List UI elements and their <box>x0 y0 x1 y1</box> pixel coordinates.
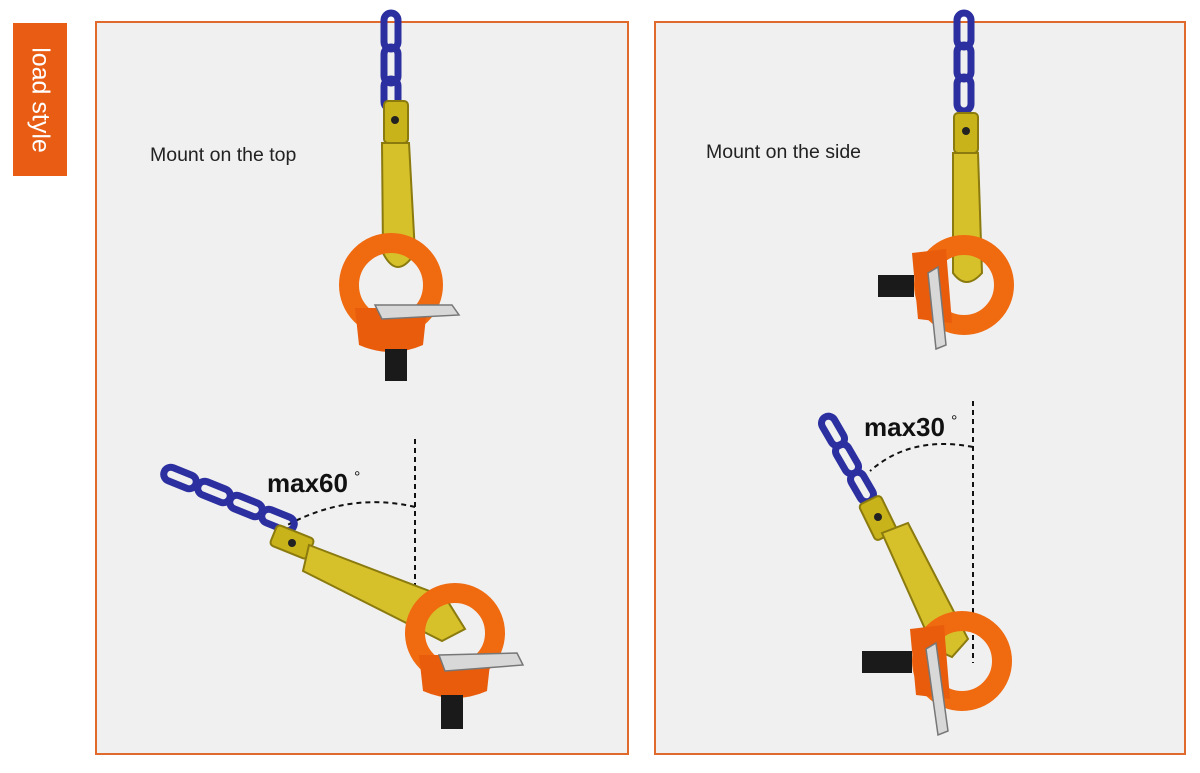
panel-illustration <box>818 9 1014 737</box>
bolt-icon <box>862 651 912 673</box>
angle-value: max30 <box>864 412 945 442</box>
chain-icon <box>160 463 298 535</box>
bolt-icon <box>385 349 407 381</box>
chain-icon <box>818 412 877 506</box>
max-angle-label: max30 ° <box>864 412 957 443</box>
safety-latch-icon <box>373 304 461 320</box>
chain-icon <box>380 9 402 113</box>
bolt-icon <box>441 695 463 729</box>
panel-caption: Mount on the side <box>706 141 862 163</box>
panel-illustration <box>160 9 525 729</box>
load-style-label: load style <box>26 46 55 153</box>
degree-symbol: ° <box>950 413 958 431</box>
chain-icon <box>953 9 975 115</box>
eyebolt-icon <box>339 233 443 352</box>
safety-latch-icon <box>927 265 947 351</box>
eyebolt-icon <box>405 583 505 698</box>
hook-icon <box>269 524 467 643</box>
load-style-tag: load style <box>13 23 67 176</box>
degree-symbol: ° <box>353 469 361 487</box>
angle-value: max60 <box>267 468 348 498</box>
safety-latch-icon <box>437 652 525 672</box>
safety-latch-icon <box>925 641 949 737</box>
panel-mount-top: Mount on the top max60 ° <box>95 9 629 755</box>
max-angle-label: max60 ° <box>267 468 360 499</box>
panel-caption: Mount on the top <box>150 144 297 166</box>
panel-mount-side: Mount on the side max30 ° <box>654 9 1186 755</box>
bolt-icon <box>878 275 914 297</box>
